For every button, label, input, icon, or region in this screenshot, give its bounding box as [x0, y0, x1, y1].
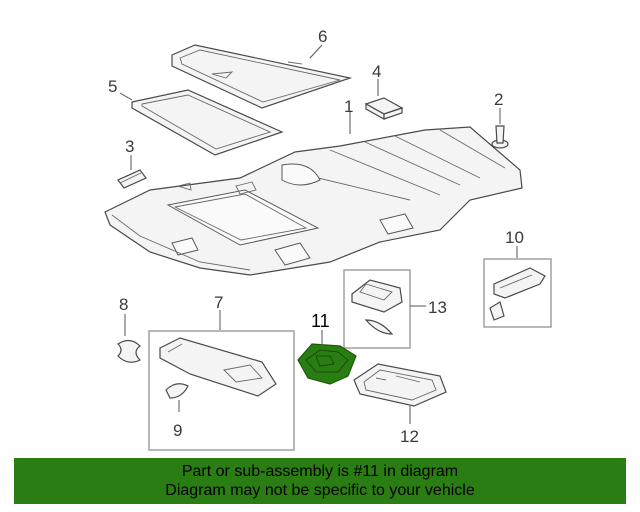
part-5-sunroof-trim — [131, 89, 284, 156]
info-banner: Part or sub-assembly is #11 in diagram D… — [14, 458, 626, 504]
callout-5: 5 — [108, 77, 117, 96]
banner-line-2: Diagram may not be specific to your vehi… — [165, 482, 475, 499]
part-4-clip — [364, 97, 404, 121]
callout-10: 10 — [505, 228, 524, 247]
callout-7: 7 — [214, 293, 223, 312]
part-6-sunshade — [171, 44, 353, 109]
part-1-headliner — [104, 126, 523, 276]
callout-6: 6 — [318, 27, 327, 46]
part-10-assist-grip — [489, 267, 546, 321]
leader-lines — [119, 44, 518, 424]
part-3-clip — [117, 169, 147, 189]
callout-1: 1 — [344, 97, 353, 116]
part-9-visor-clip — [165, 383, 189, 399]
part-8-clip — [117, 339, 142, 363]
callout-8: 8 — [119, 295, 128, 314]
parts-diagram: 1 2 3 4 5 6 7 8 9 10 11 12 13 — [104, 27, 552, 451]
callout-4: 4 — [372, 62, 381, 81]
part-11-console-highlighted[interactable] — [297, 343, 357, 385]
part-2-pin — [491, 125, 509, 149]
callout-9: 9 — [173, 421, 182, 440]
part-7-sun-visor — [159, 337, 277, 397]
banner-line-1: Part or sub-assembly is #11 in diagram — [181, 463, 459, 480]
callout-13: 13 — [428, 298, 447, 317]
part-12-lamp-housing — [353, 363, 447, 407]
part-13-lamp-assembly — [351, 279, 403, 335]
callout-12: 12 — [400, 427, 419, 446]
callout-3: 3 — [125, 137, 134, 156]
callout-2: 2 — [494, 90, 503, 109]
callout-11[interactable]: 11 — [311, 311, 330, 331]
